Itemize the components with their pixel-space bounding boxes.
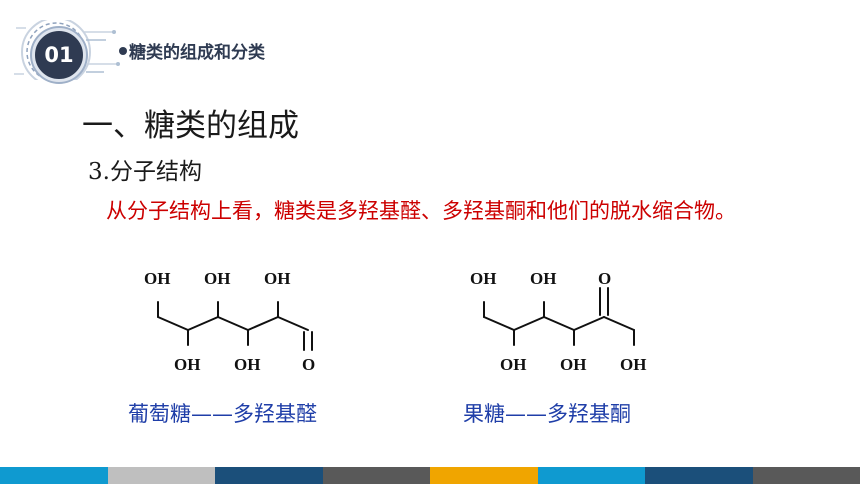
section-number-badge: 01 bbox=[32, 28, 86, 82]
footer-bar-segment bbox=[215, 467, 323, 484]
fructose-bond bbox=[603, 316, 635, 331]
footer-bar-segment bbox=[752, 467, 860, 484]
glucose-o-label: O bbox=[302, 355, 315, 374]
fructose-oh-label: OH bbox=[530, 269, 556, 288]
section-bullet-icon bbox=[119, 47, 127, 55]
glucose-oh-label: OH bbox=[204, 269, 230, 288]
fructose-bond bbox=[483, 316, 515, 331]
fructose-o-label: O bbox=[598, 269, 611, 288]
page-heading: 一、糖类的组成 bbox=[82, 108, 299, 144]
section-badge-area: 01 bbox=[14, 20, 124, 82]
glucose-bond bbox=[187, 316, 219, 331]
glucose-oh-label: OH bbox=[144, 269, 170, 288]
footer-bar-segment bbox=[430, 467, 538, 484]
footer-bar-segment bbox=[537, 467, 645, 484]
glucose-structure: OH OH OH OH OH O bbox=[144, 269, 315, 374]
glucose-bond bbox=[157, 316, 189, 331]
glucose-oh-label: OH bbox=[174, 355, 200, 374]
glucose-oh-label: OH bbox=[234, 355, 260, 374]
footer-bar-segment bbox=[107, 467, 215, 484]
fructose-oh-label: OH bbox=[500, 355, 526, 374]
glucose-bond bbox=[277, 316, 309, 331]
glucose-oh-label: OH bbox=[264, 269, 290, 288]
footer-bar-segment bbox=[645, 467, 753, 484]
fructose-structure: OH OH O OH OH OH bbox=[470, 269, 646, 374]
footer-bar-segment bbox=[0, 467, 108, 484]
definition-text: 从分子结构上看，糖类是多羟基醛、多羟基酮和他们的脱水缩合物。 bbox=[106, 199, 736, 223]
fructose-oh-label: OH bbox=[620, 355, 646, 374]
section-title: 糖类的组成和分类 bbox=[129, 43, 265, 63]
fructose-bond bbox=[513, 316, 545, 331]
footer-color-bar bbox=[0, 467, 860, 484]
footer-bar-segment bbox=[322, 467, 430, 484]
glucose-bond bbox=[217, 316, 249, 331]
glucose-bond bbox=[247, 316, 279, 331]
fructose-oh-label: OH bbox=[470, 269, 496, 288]
fructose-bond bbox=[543, 316, 575, 331]
glucose-caption: 葡萄糖——多羟基醛 bbox=[128, 402, 317, 426]
fructose-oh-label: OH bbox=[560, 355, 586, 374]
page-subheading: 3.分子结构 bbox=[88, 159, 202, 185]
fructose-caption: 果糖——多羟基酮 bbox=[463, 402, 631, 426]
fructose-bond bbox=[573, 316, 605, 331]
